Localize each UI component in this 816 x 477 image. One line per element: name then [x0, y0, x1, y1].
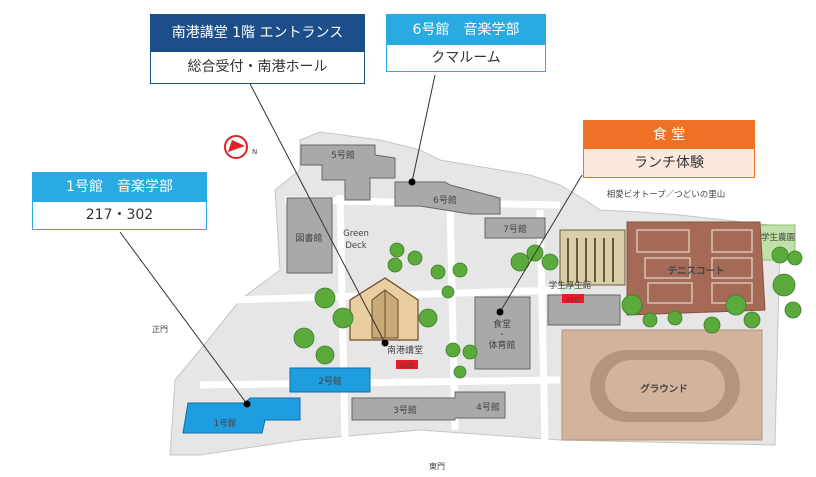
building-cafeteria	[474, 296, 531, 370]
building-5	[300, 144, 396, 201]
label-west-gate: 正門	[152, 325, 168, 334]
building-7	[484, 217, 546, 239]
callout-building-1-body: 217・302	[85, 207, 154, 223]
aed-badge-welfare	[562, 294, 584, 303]
callout-building-6-title: 6号館 音楽学部	[387, 15, 545, 45]
north-arrow-icon	[224, 135, 248, 159]
welfare-tower	[559, 229, 626, 286]
label-cafeteria-dot: ・	[498, 330, 506, 339]
map-labels: 5号館 6号館 7号館 図書館 Green Deck 南港講堂 食堂 ・ 体育館…	[152, 149, 795, 471]
minamiko-hall	[349, 277, 419, 341]
building-3	[351, 391, 506, 421]
aed-label-welfare: AED	[566, 296, 581, 304]
label-building-4: 4号館	[476, 401, 500, 413]
aed-label-minamiko: AED	[400, 362, 415, 370]
label-deck: Deck	[345, 241, 366, 251]
callout-building-6-body: クマルーム	[431, 50, 501, 66]
label-building-1: 1号館	[214, 418, 236, 429]
building-6	[394, 181, 501, 215]
aed-badge-minamiko	[396, 360, 418, 369]
label-building-7: 7号館	[503, 223, 527, 235]
north-label: N	[252, 148, 257, 156]
callout-building-1-title: 1号館 音楽学部	[33, 173, 206, 202]
label-tennis: テニスコート	[667, 266, 724, 277]
callout-building-1: 1号館 音楽学部 217・302	[32, 172, 207, 230]
label-farm: 学生農園	[761, 232, 795, 243]
label-building-6: 6号館	[433, 194, 457, 206]
building-2	[289, 367, 371, 393]
blue-buildings	[182, 367, 371, 434]
label-biotope: 相愛ビオトープ／つどいの里山	[607, 189, 726, 200]
label-building-3: 3号館	[393, 404, 417, 416]
callout-building-6: 6号館 音楽学部 クマルーム	[386, 14, 546, 72]
label-building-2: 2号館	[318, 375, 342, 387]
label-building-5: 5号館	[331, 149, 355, 161]
label-cafeteria-1: 食堂	[493, 318, 511, 330]
callout-cafeteria-body: ランチ体験	[584, 149, 754, 177]
label-minamiko: 南港講堂	[387, 344, 423, 356]
callout-cafeteria: 食 堂 ランチ体験	[583, 120, 755, 178]
label-east-gate: 東門	[429, 461, 445, 471]
tennis-court	[626, 221, 766, 316]
callout-minamiko-title: 南港講堂 1階 エントランス	[151, 15, 364, 52]
sports-ground	[561, 329, 763, 441]
trees	[293, 242, 803, 379]
building-library	[286, 197, 333, 274]
label-library: 図書館	[295, 232, 322, 244]
callout-minamiko-entrance: 南港講堂 1階 エントランス 総合受付・南港ホール	[150, 14, 365, 84]
callout-minamiko-body: 総合受付・南港ホール	[187, 59, 328, 75]
leader-lines	[119, 74, 583, 405]
callout-cafeteria-title: 食 堂	[584, 121, 754, 149]
label-green: Green	[343, 229, 369, 239]
leader-dots	[243, 178, 504, 408]
label-ground: グラウンド	[640, 383, 688, 395]
label-welfare: 学生厚生館	[549, 280, 592, 291]
label-cafeteria-2: 体育館	[488, 339, 515, 351]
